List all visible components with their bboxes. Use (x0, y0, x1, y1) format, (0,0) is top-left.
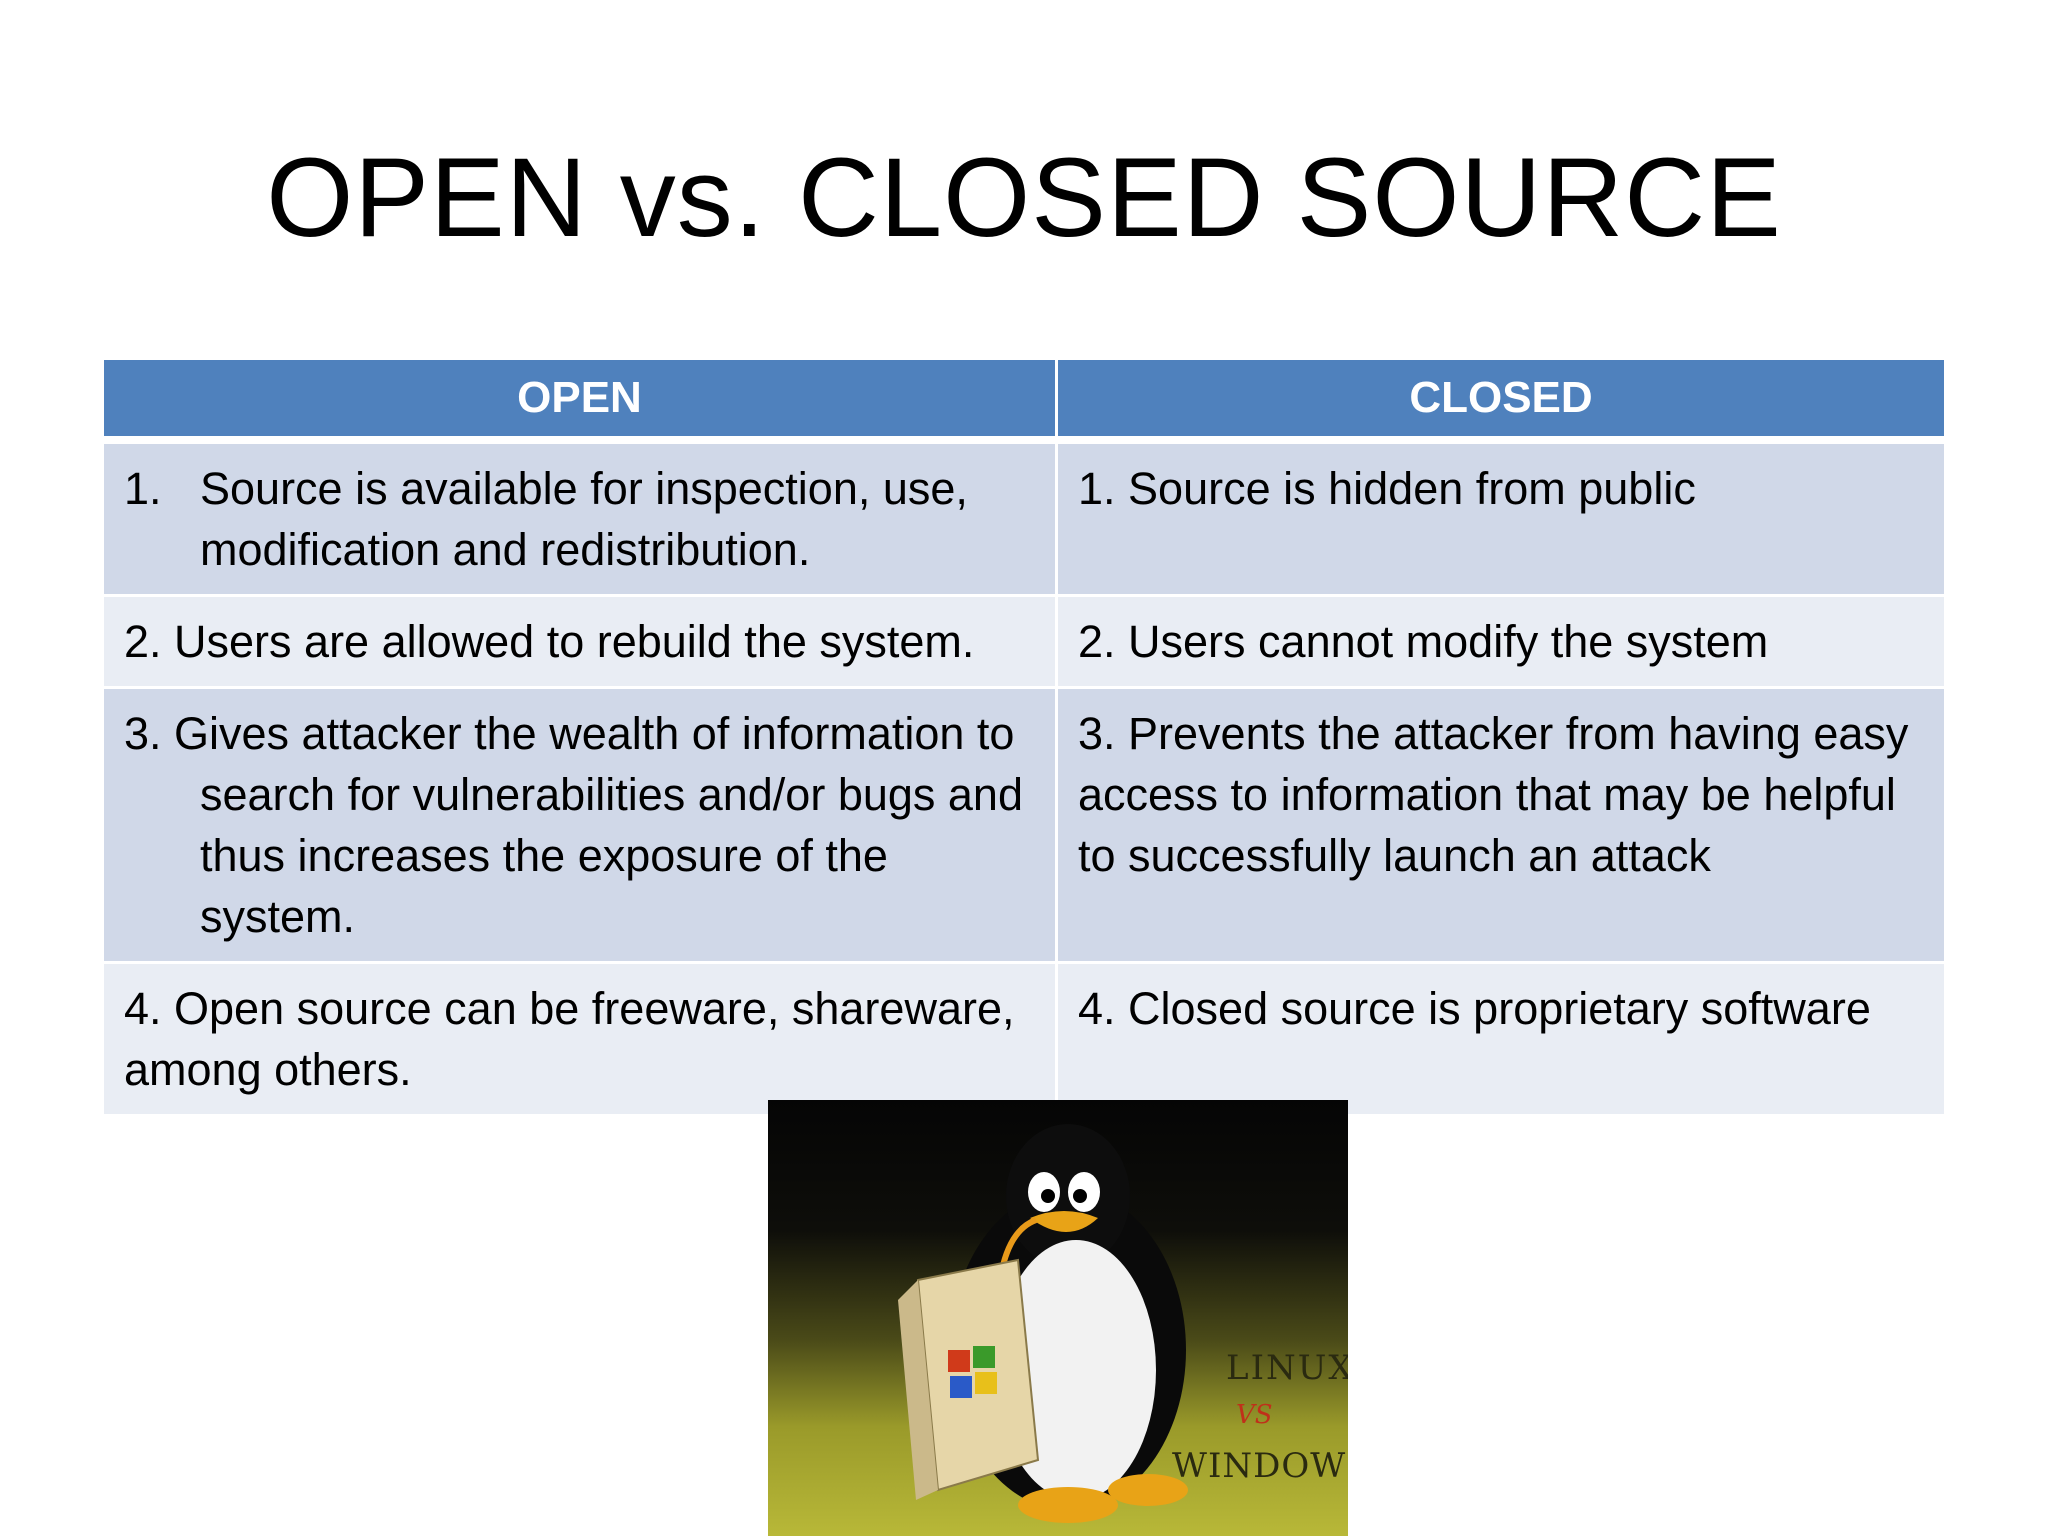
closed-cell: 1. Source is hidden from public (1058, 444, 1944, 597)
table-row: 2. Users are allowed to rebuild the syst… (104, 597, 1944, 689)
image-caption-linux: LINUX (1226, 1348, 1348, 1388)
closed-cell: 3. Prevents the attacker from having eas… (1058, 689, 1944, 964)
table-row: 3. Gives attacker the wealth of informat… (104, 689, 1944, 964)
closed-cell: 2. Users cannot modify the system (1058, 597, 1944, 689)
open-cell: 4. Open source can be freeware, sharewar… (104, 964, 1058, 1117)
slide-title: OPEN vs. CLOSED SOURCE (266, 135, 1782, 260)
linux-vs-windows-image: LINUX VS WINDOWS (768, 1100, 1348, 1536)
open-text: 3. Gives attacker the wealth of informat… (124, 708, 1023, 942)
open-cell: 2. Users are allowed to rebuild the syst… (104, 597, 1058, 689)
closed-cell: 4. Closed source is proprietary software (1058, 964, 1944, 1117)
comparison-table: OPEN CLOSED 1. Source is available for in… (104, 360, 1944, 1117)
open-cell: 1. Source is available for inspection, us… (104, 444, 1058, 597)
open-text: Source is available for inspection, use,… (200, 463, 968, 575)
image-caption-vs: VS (1236, 1400, 1273, 1430)
penguin-illustration (898, 1124, 1188, 1523)
table-row: 1. Source is available for inspection, us… (104, 444, 1944, 597)
image-caption-windows: WINDOWS (1172, 1446, 1348, 1486)
table-header-row: OPEN CLOSED (104, 360, 1944, 444)
header-open: OPEN (104, 360, 1058, 444)
header-closed: CLOSED (1058, 360, 1944, 444)
item-number: 1. (124, 463, 162, 514)
table-row: 4. Open source can be freeware, sharewar… (104, 964, 1944, 1117)
open-cell: 3. Gives attacker the wealth of informat… (104, 689, 1058, 964)
